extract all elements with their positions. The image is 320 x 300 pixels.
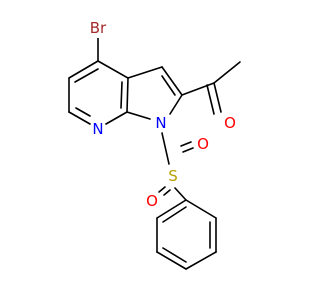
bond-c6-n7 [68, 111, 91, 125]
bond-n7-c7a [105, 111, 128, 125]
bond-carbonyl-oxygen-1 [213, 82, 222, 113]
bond-c3-c2 [161, 66, 183, 96]
bond-carbonyl-oxygen-2 [206, 84, 215, 115]
bond-c2-carbonyl [181, 82, 215, 96]
bond-ph-c3-c4 [185, 251, 217, 270]
bond-ph-c6-c1-inner [162, 206, 187, 223]
atom-ketone-oxygen: O [224, 114, 236, 132]
bond-c4-c4a [97, 60, 129, 79]
bond-c6-n7-inner [75, 107, 91, 117]
atom-bromine: Br [90, 19, 107, 37]
bond-n1-c7a [126, 111, 151, 120]
bond-s-phenyl [174, 187, 187, 201]
atom-sulfonyl-oxygen-left: O [146, 192, 158, 210]
bond-s-o-upper-2 [180, 141, 192, 147]
atom-pyrrole-nitrogen: N [155, 114, 166, 132]
bond-carbonyl-methyl [213, 61, 241, 84]
bonds [68, 37, 241, 270]
bond-ph-c4-c5-inner [162, 247, 187, 263]
bond-ph-c1-c2 [185, 199, 217, 219]
atom-labels: Br N N O S O O [88, 18, 238, 210]
bond-c4-c5-inner [74, 68, 99, 83]
atom-sulfur: S [168, 167, 178, 185]
atom-sulfonyl-oxygen-upper: O [197, 135, 209, 153]
bond-n1-s [161, 132, 170, 165]
bond-s-o-left-1 [158, 186, 166, 193]
bond-c4-c5 [68, 60, 99, 79]
bond-c2-n1 [169, 94, 183, 115]
bond-c7a-c4a-inner [120, 81, 123, 109]
bond-s-o-upper-1 [182, 147, 194, 153]
bond-c7a-c4a [126, 77, 129, 113]
bond-ph-c6-c1 [156, 199, 187, 219]
structure-canvas: Br N N O S O O [68, 18, 241, 270]
bond-s-o-left-2 [163, 189, 171, 196]
bond-ph-c4-c5 [156, 251, 187, 270]
bond-c4a-c3 [127, 66, 163, 79]
bond-c3-c2-inner [161, 75, 176, 96]
atom-pyridine-nitrogen: N [92, 120, 103, 138]
